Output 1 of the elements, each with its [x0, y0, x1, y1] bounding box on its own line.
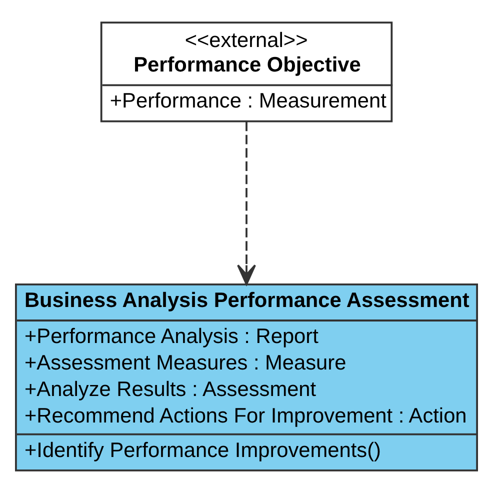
arrow — [237, 122, 256, 286]
